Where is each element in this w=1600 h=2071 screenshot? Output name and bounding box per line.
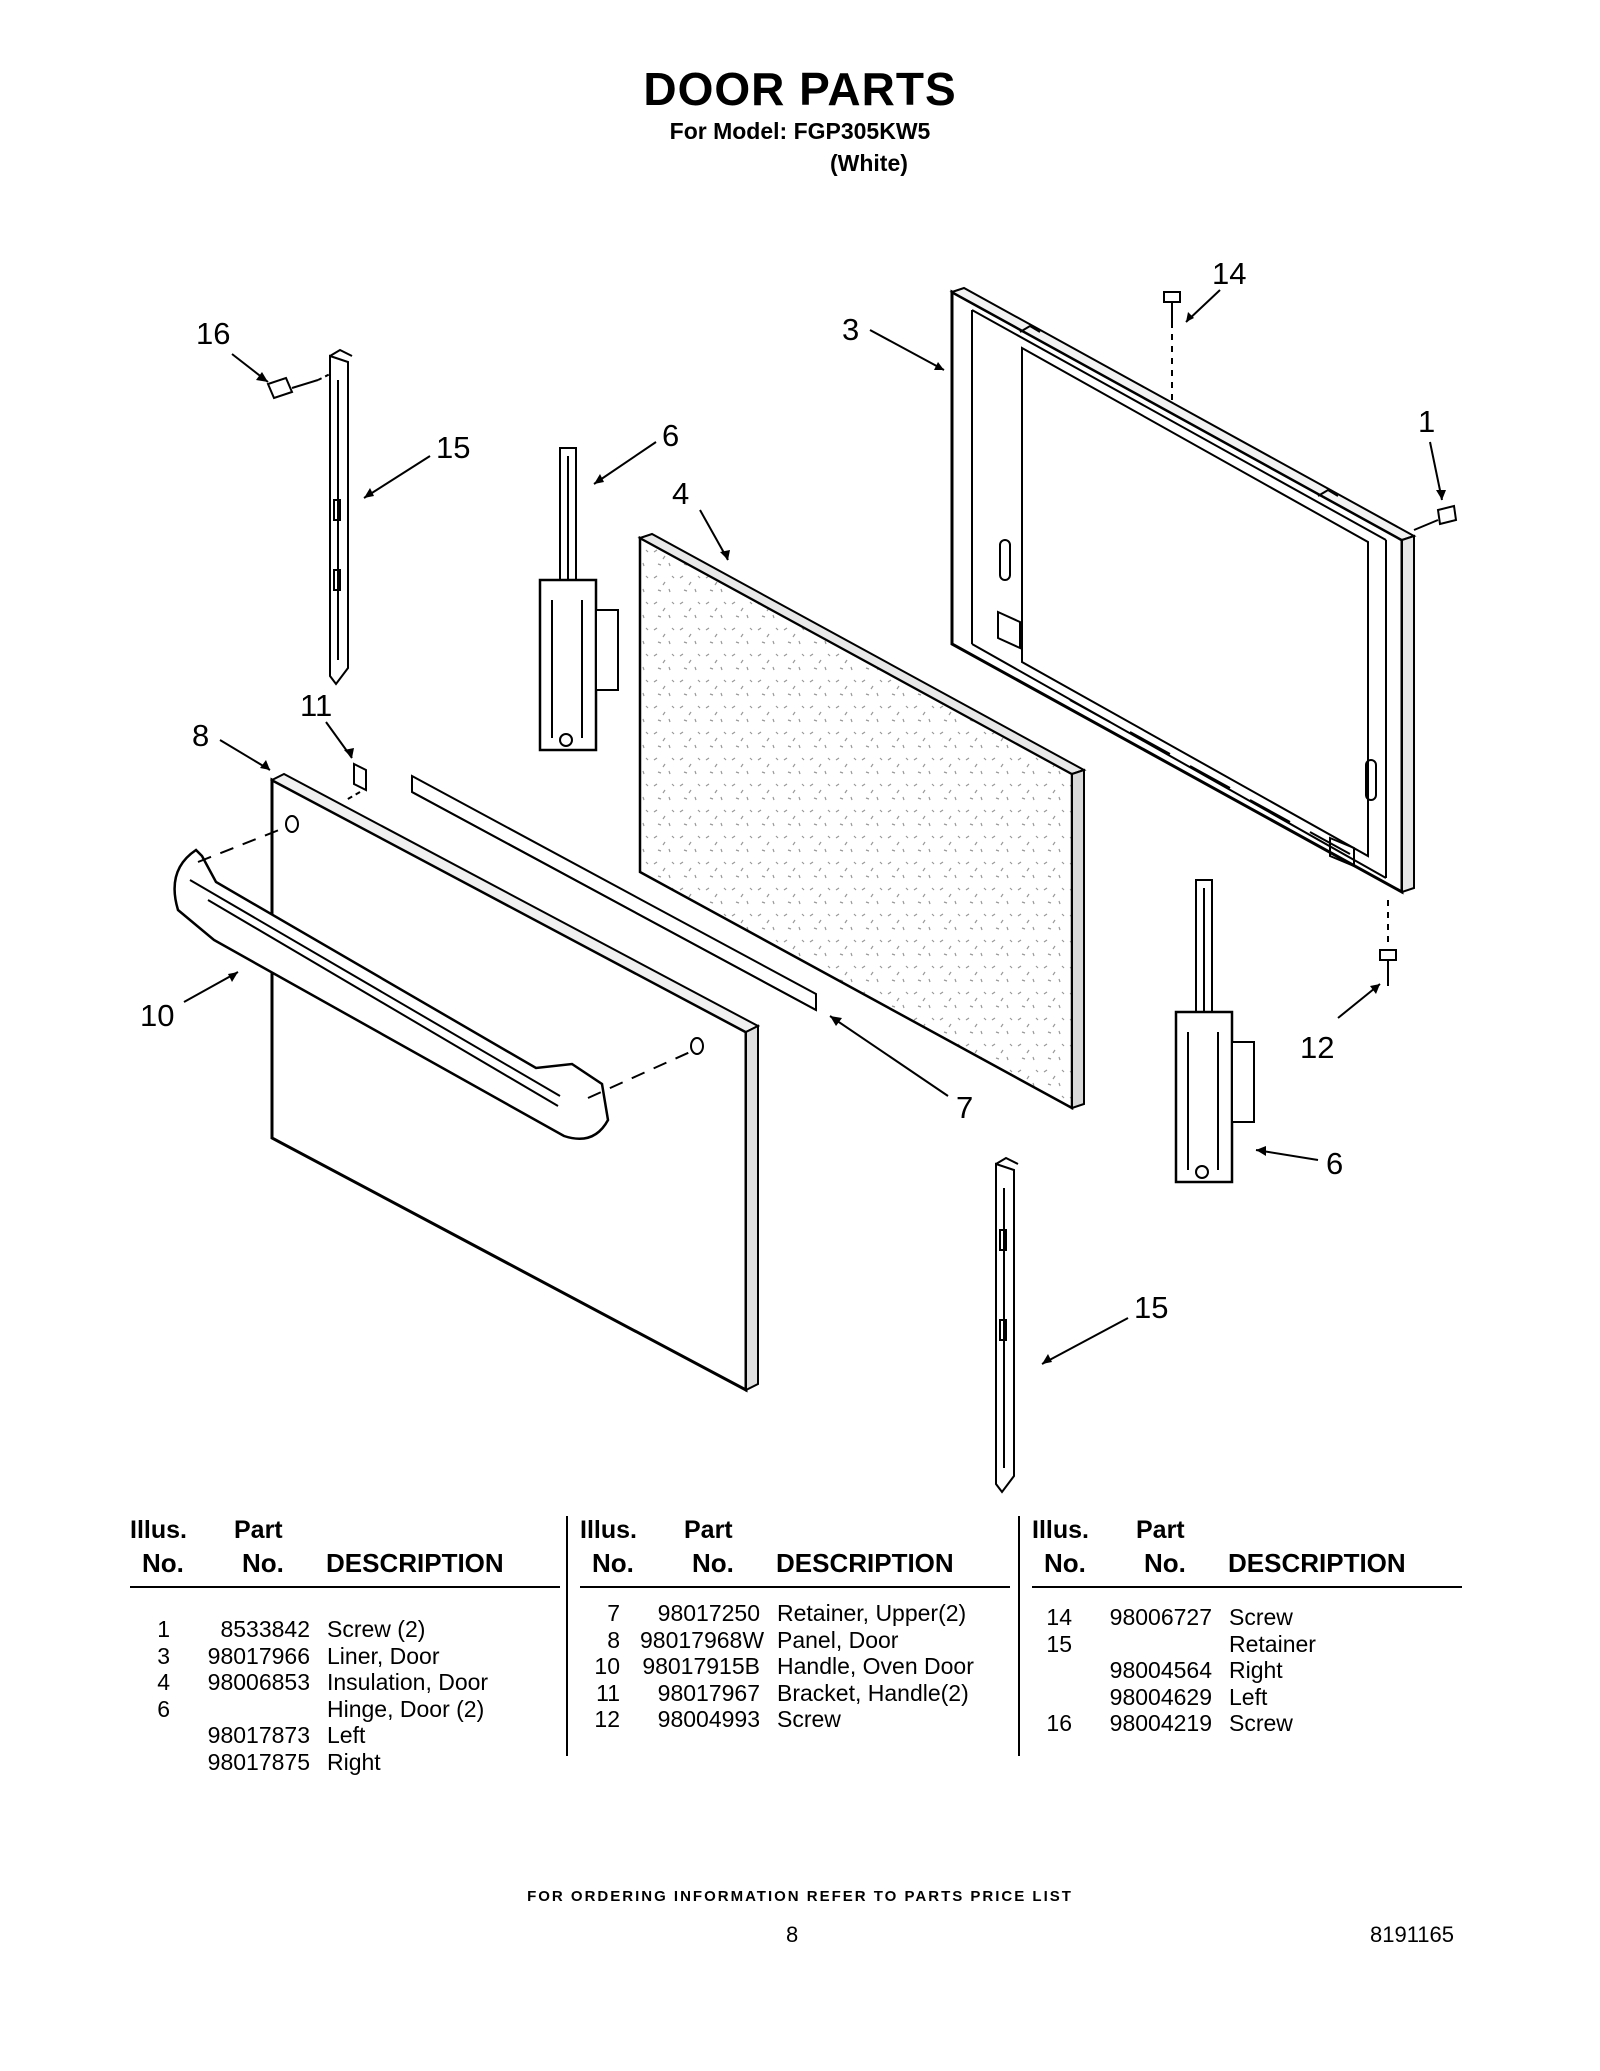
part-header: Part [234, 1516, 283, 1544]
model-label: For Model: FGP305KW5 [669, 118, 931, 144]
callout-4: 4 [672, 476, 689, 511]
part-no-header: No. [1144, 1548, 1186, 1578]
header-rule [1032, 1586, 1462, 1588]
column-divider [566, 1516, 568, 1756]
upper-retainer-part [411, 774, 817, 1012]
door-hinge-left-part [538, 447, 619, 752]
page-title: DOOR PARTS [643, 63, 957, 115]
screw-1-part [1413, 504, 1458, 531]
illus-header: Illus. [1032, 1516, 1089, 1544]
screw-14-part [1163, 291, 1181, 404]
callout-12: 12 [1300, 1030, 1334, 1065]
callout-3: 3 [842, 312, 859, 347]
exploded-parts-diagram: 16 15 6 4 3 14 1 11 8 10 7 12 6 15 [140, 256, 1458, 1494]
column-divider [1018, 1516, 1020, 1756]
handle-bracket-part [345, 762, 367, 801]
callout-6-lower: 6 [1326, 1146, 1343, 1181]
document-number: 8191165 [1370, 1922, 1455, 1947]
color-label: (White) [830, 150, 908, 176]
illus-header: Illus. [580, 1516, 637, 1544]
oven-door-handle-part [173, 848, 610, 1140]
illus-header: Illus. [130, 1516, 187, 1544]
illus-no-header: No. [1044, 1548, 1086, 1578]
callout-16: 16 [196, 316, 230, 351]
callout-7: 7 [956, 1090, 973, 1125]
callout-15-lower: 15 [1134, 1290, 1168, 1325]
part-header: Part [1136, 1516, 1185, 1544]
callout-10: 10 [140, 998, 174, 1033]
callout-1: 1 [1418, 404, 1435, 439]
description-header: DESCRIPTION [776, 1548, 954, 1578]
part-header: Part [684, 1516, 733, 1544]
page-number: 8 [786, 1922, 799, 1947]
retainer-right-part [995, 1156, 1019, 1494]
header-rule [130, 1586, 560, 1588]
callout-6-upper: 6 [662, 418, 679, 453]
door-liner-part [949, 286, 1417, 895]
part-no-header: No. [692, 1548, 734, 1578]
header-rule [580, 1586, 1010, 1588]
screw-16-part [266, 373, 331, 400]
description-header: DESCRIPTION [326, 1548, 504, 1578]
ordering-note: FOR ORDERING INFORMATION REFER TO PARTS … [527, 1888, 1073, 1905]
callout-14: 14 [1212, 256, 1246, 291]
door-hinge-right-part [1174, 879, 1255, 1184]
retainer-left-part [329, 348, 353, 686]
callout-11: 11 [300, 688, 332, 723]
callout-15-upper: 15 [436, 430, 470, 465]
screw-12-part [1379, 900, 1397, 986]
callout-8: 8 [192, 718, 209, 753]
illus-no-header: No. [592, 1548, 634, 1578]
description-header: DESCRIPTION [1228, 1548, 1406, 1578]
illus-no-header: No. [142, 1548, 184, 1578]
insulation-part [637, 532, 1087, 1111]
part-no-header: No. [242, 1548, 284, 1578]
